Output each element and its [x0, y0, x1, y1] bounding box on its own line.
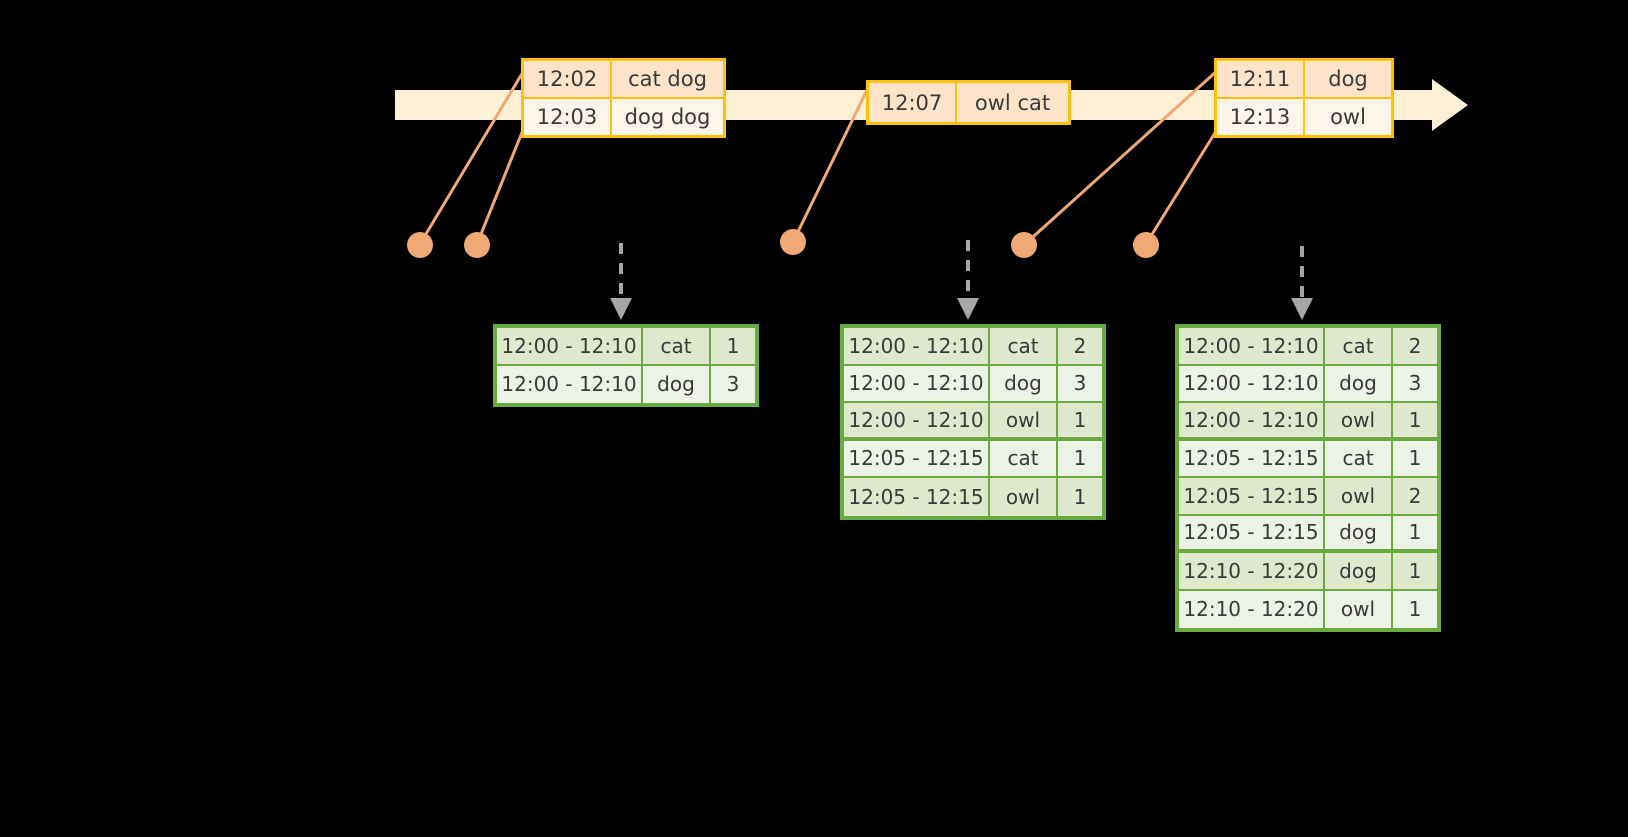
event-connector-dots: [407, 229, 1159, 258]
cell-window: 12:05 - 12:15: [1179, 440, 1325, 478]
trigger-arrowhead-3: [1291, 298, 1313, 320]
cell-window: 12:10 - 12:20: [1179, 553, 1325, 591]
table-row: 12:00 - 12:10 dog 3: [844, 365, 1102, 403]
table-row: 12:00 - 12:10 dog 3: [497, 365, 755, 403]
event-time: 12:02: [524, 61, 612, 97]
result-table-2[interactable]: 12:00 - 12:10 cat 2 12:00 - 12:10 dog 3 …: [840, 324, 1106, 520]
event-time: 12:13: [1217, 99, 1305, 135]
cell-word: owl: [1325, 478, 1393, 516]
event-words: dog dog: [612, 99, 723, 135]
cell-word: cat: [1325, 440, 1393, 478]
event-box-3[interactable]: 12:11 dog 12:13 owl: [1214, 58, 1394, 138]
table-row: 12:00 - 12:10 cat 2: [1179, 328, 1437, 366]
cell-count: 1: [1058, 478, 1102, 516]
cell-count: 1: [1393, 440, 1437, 478]
cell-count: 3: [1393, 365, 1437, 403]
event-row: 12:03 dog dog: [524, 97, 723, 135]
table-row: 12:10 - 12:20 dog 1: [1179, 553, 1437, 591]
event-words: owl cat: [957, 83, 1068, 122]
event-words: owl: [1305, 99, 1391, 135]
cell-window: 12:00 - 12:10: [497, 365, 643, 403]
cell-word: owl: [990, 478, 1058, 516]
cell-count: 1: [1393, 515, 1437, 553]
cell-word: cat: [990, 328, 1058, 366]
cell-window: 12:00 - 12:10: [1179, 365, 1325, 403]
cell-count: 1: [1393, 403, 1437, 441]
cell-window: 12:10 - 12:20: [1179, 590, 1325, 628]
cell-word: dog: [1325, 553, 1393, 591]
timeline-arrowhead: [1432, 79, 1468, 131]
cell-word: cat: [643, 328, 711, 366]
cell-window: 12:00 - 12:10: [844, 365, 990, 403]
stream-dot-1: [407, 232, 433, 258]
result-table-3[interactable]: 12:00 - 12:10 cat 2 12:00 - 12:10 dog 3 …: [1175, 324, 1441, 632]
connector-line-2: [475, 129, 525, 245]
table-row: 12:00 - 12:10 cat 1: [497, 328, 755, 366]
cell-window: 12:00 - 12:10: [1179, 403, 1325, 441]
table-row: 12:00 - 12:10 cat 2: [844, 328, 1102, 366]
trigger-arrows: [619, 240, 1304, 300]
event-time: 12:11: [1217, 61, 1305, 97]
cell-word: dog: [990, 365, 1058, 403]
table-row: 12:00 - 12:10 owl 1: [844, 403, 1102, 441]
table-row: 12:05 - 12:15 owl 1: [844, 478, 1102, 516]
cell-count: 1: [1058, 440, 1102, 478]
event-row: 12:11 dog: [1217, 61, 1391, 97]
cell-window: 12:05 - 12:15: [844, 440, 990, 478]
cell-window: 12:00 - 12:10: [844, 403, 990, 441]
cell-count: 1: [1058, 403, 1102, 441]
cell-window: 12:05 - 12:15: [1179, 515, 1325, 553]
cell-count: 2: [1058, 328, 1102, 366]
cell-window: 12:05 - 12:15: [1179, 478, 1325, 516]
table-row: 12:05 - 12:15 dog 1: [1179, 515, 1437, 553]
table-row: 12:00 - 12:10 owl 1: [1179, 403, 1437, 441]
cell-word: owl: [1325, 403, 1393, 441]
event-row: 12:02 cat dog: [524, 61, 723, 97]
event-row: 12:13 owl: [1217, 97, 1391, 135]
cell-count: 2: [1393, 478, 1437, 516]
cell-word: dog: [643, 365, 711, 403]
stream-dot-2: [464, 232, 490, 258]
cell-window: 12:00 - 12:10: [1179, 328, 1325, 366]
event-words: cat dog: [612, 61, 723, 97]
cell-count: 3: [1058, 365, 1102, 403]
cell-word: owl: [990, 403, 1058, 441]
event-box-2[interactable]: 12:07 owl cat: [866, 80, 1071, 125]
stream-dot-4: [1011, 232, 1037, 258]
trigger-arrowheads: [610, 298, 1313, 320]
cell-window: 12:00 - 12:10: [497, 328, 643, 366]
table-row: 12:05 - 12:15 cat 1: [844, 440, 1102, 478]
cell-word: owl: [1325, 590, 1393, 628]
stream-dot-5: [1133, 232, 1159, 258]
table-row: 12:00 - 12:10 dog 3: [1179, 365, 1437, 403]
connector-line-5: [1144, 127, 1220, 245]
event-words: dog: [1305, 61, 1391, 97]
cell-count: 1: [711, 328, 755, 366]
stream-dot-3: [780, 229, 806, 255]
cell-word: cat: [1325, 328, 1393, 366]
cell-window: 12:00 - 12:10: [844, 328, 990, 366]
cell-word: dog: [1325, 515, 1393, 553]
cell-word: dog: [1325, 365, 1393, 403]
trigger-arrowhead-1: [610, 298, 632, 320]
table-row: 12:05 - 12:15 owl 2: [1179, 478, 1437, 516]
trigger-arrowhead-2: [957, 298, 979, 320]
cell-count: 2: [1393, 328, 1437, 366]
event-box-1[interactable]: 12:02 cat dog 12:03 dog dog: [521, 58, 726, 138]
table-row: 12:05 - 12:15 cat 1: [1179, 440, 1437, 478]
event-time: 12:07: [869, 83, 957, 122]
table-row: 12:10 - 12:20 owl 1: [1179, 590, 1437, 628]
cell-count: 3: [711, 365, 755, 403]
event-time: 12:03: [524, 99, 612, 135]
cell-count: 1: [1393, 553, 1437, 591]
cell-word: cat: [990, 440, 1058, 478]
event-row: 12:07 owl cat: [869, 83, 1068, 122]
result-table-1[interactable]: 12:00 - 12:10 cat 1 12:00 - 12:10 dog 3: [493, 324, 759, 407]
cell-count: 1: [1393, 590, 1437, 628]
cell-window: 12:05 - 12:15: [844, 478, 990, 516]
